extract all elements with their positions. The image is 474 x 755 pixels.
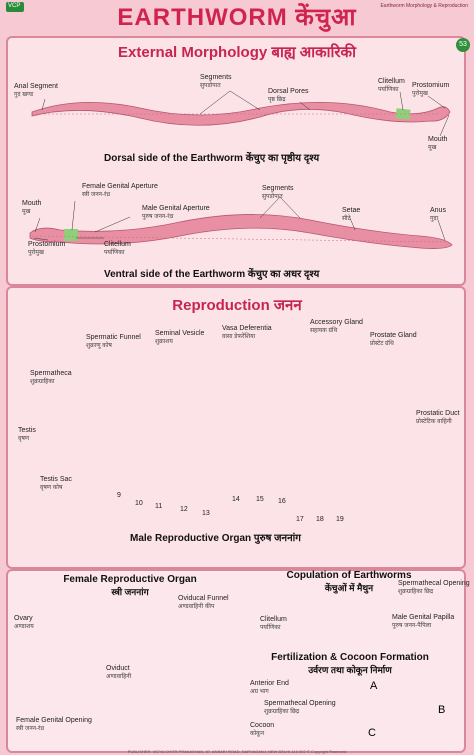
ventral-worm	[29, 214, 453, 249]
dorsal-worm	[31, 101, 451, 126]
segment-number: 14	[232, 496, 240, 503]
stage-a: A	[370, 680, 378, 692]
segment-number: 16	[278, 498, 286, 505]
external-heading: External Morphology बाह्य आकारिकी	[118, 44, 356, 61]
ventral-caption: Ventral side of the Earthworm केंचुए का …	[104, 269, 320, 280]
bottom-panel	[6, 569, 466, 753]
reproduction-heading: Reproduction जनन	[172, 297, 302, 314]
segment-number: 19	[336, 516, 344, 523]
segment-number: 12	[180, 506, 188, 513]
segment-number: 13	[202, 510, 210, 517]
stage-c: C	[368, 727, 376, 739]
segment-number: 10	[135, 500, 143, 507]
top-note: Earthworm Morphology & Reproduction	[380, 3, 468, 9]
segment-number: 11	[155, 503, 163, 510]
reproduction-panel	[6, 286, 466, 569]
segment-number: 15	[256, 496, 264, 503]
segment-number: 17	[296, 516, 304, 523]
stage-b: B	[438, 704, 446, 716]
publisher-logo: VCP	[6, 2, 24, 12]
segment-number: 18	[316, 516, 324, 523]
page-number-badge: 53	[456, 38, 470, 52]
footer: PUBLISHER: VIDYA CHITR PRAKASHAN, 87, AN…	[127, 749, 347, 754]
chart-title: EARTHWORM केंचुआ	[117, 4, 357, 31]
dorsal-caption: Dorsal side of the Earthworm केंचुए का प…	[104, 153, 320, 164]
segment-number: 9	[117, 492, 121, 499]
male-organ-caption: Male Reproductive Organ पुरुष जननांग	[130, 533, 301, 544]
